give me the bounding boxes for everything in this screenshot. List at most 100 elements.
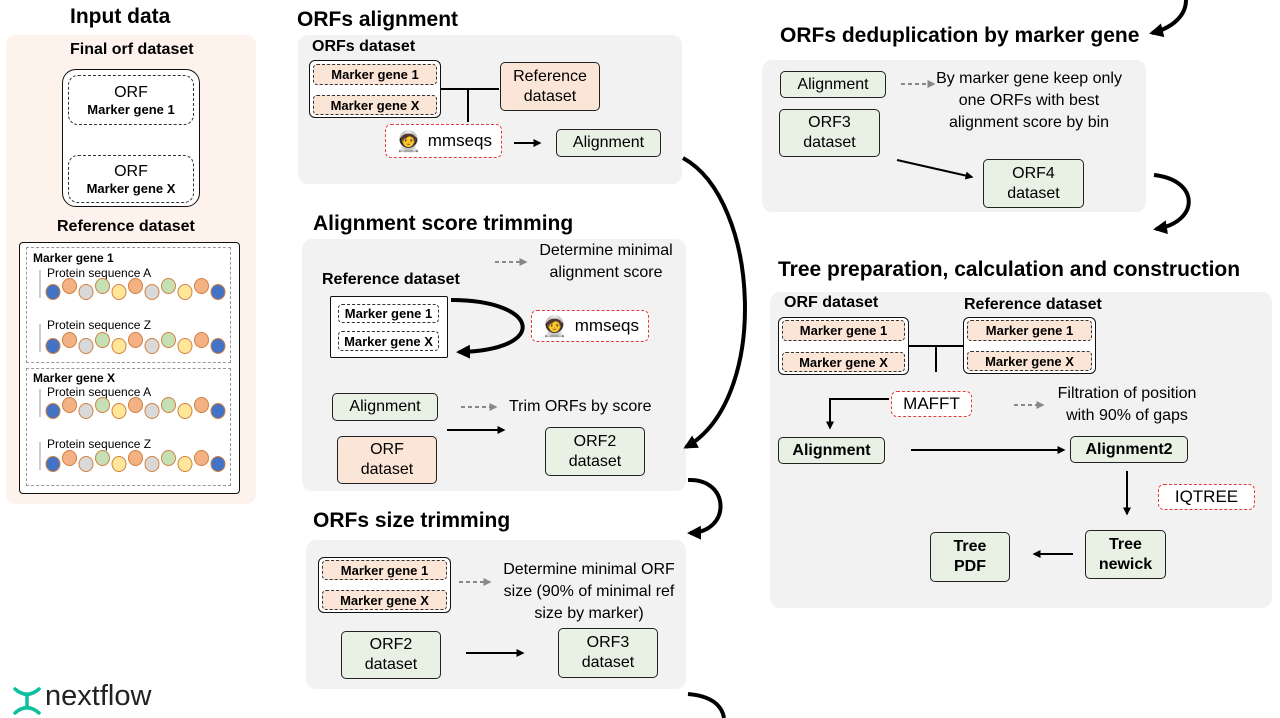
final-orf-card-x: ORF Marker gene X [68, 155, 194, 203]
amino-acid-bead [210, 338, 226, 354]
amino-acid-bead [161, 397, 176, 413]
amino-acid-bead [128, 278, 143, 294]
amino-acid-bead [111, 338, 127, 354]
amino-acid-bead [161, 278, 176, 294]
amino-acid-bead [128, 397, 143, 413]
final-orf-dataset-title: Final orf dataset [70, 41, 194, 58]
tree-alignment2: Alignment2 [1070, 436, 1188, 463]
tree-reference-title: Reference dataset [964, 296, 1102, 313]
dedup-orf4-dataset: ORF4 dataset [983, 159, 1084, 208]
amino-acid-bead [95, 450, 110, 466]
amino-acid-bead [194, 450, 209, 466]
score-marker-gene-x: Marker gene X [338, 331, 439, 351]
ref-protein-z-label: Protein sequence Z [47, 437, 152, 451]
mmseqs-label: mmseqs [427, 131, 492, 150]
tree-newick: Tree newick [1085, 530, 1166, 579]
tree-orf-dataset-title: ORF dataset [784, 294, 879, 311]
orfs-dataset-title: ORFs dataset [312, 38, 416, 55]
score-trim-note: Trim ORFs by score [509, 398, 652, 415]
score-marker-gene-1: Marker gene 1 [338, 304, 439, 323]
dedup-note: By marker gene keep only one ORFs with b… [936, 70, 1122, 131]
amino-acid-bead [95, 397, 110, 413]
ref-marker-gene-x-label: Marker gene X [33, 371, 116, 385]
amino-acid-bead [45, 456, 61, 472]
amino-acid-bead [194, 397, 209, 413]
amino-acid-bead [144, 456, 160, 472]
amino-acid-bead [144, 338, 160, 354]
amino-acid-bead [78, 338, 94, 354]
marker-gene-1-label: Marker gene 1 [87, 101, 175, 117]
mmseqs-label: mmseqs [574, 316, 639, 335]
score-mmseqs-tool: 🧑‍🚀 mmseqs [531, 310, 649, 342]
amino-acid-bead [210, 284, 226, 300]
tree-mafft-tool: MAFFT [891, 391, 972, 417]
amino-acid-bead [128, 450, 143, 466]
tree-title: Tree preparation, calculation and constr… [778, 258, 1241, 281]
orf-label: ORF [114, 162, 148, 180]
score-min-note: Determine minimal alignment score [539, 242, 673, 281]
amino-acid-bead [78, 284, 94, 300]
size-min-note: Determine minimal ORF size (90% of minim… [503, 561, 675, 622]
dedup-alignment: Alignment [780, 71, 886, 98]
reference-block-marker-1 [26, 247, 231, 363]
amino-acid-bead [62, 332, 77, 348]
ref-protein-z-label: Protein sequence Z [47, 318, 152, 332]
amino-acid-bead [177, 403, 193, 419]
score-orf-dataset: ORF dataset [337, 436, 437, 484]
nextflow-logo-icon [13, 687, 41, 715]
amino-acid-bead [210, 403, 226, 419]
nextflow-logo-text: nextflow [45, 680, 152, 712]
size-marker-gene-1: Marker gene 1 [322, 560, 447, 580]
orfs-marker-gene-1: Marker gene 1 [313, 64, 437, 85]
mmseqs-icon: 🧑‍🚀 [542, 316, 567, 338]
amino-acid-bead [111, 403, 127, 419]
amino-acid-bead [62, 397, 77, 413]
tree-orf-marker-gene-1: Marker gene 1 [782, 320, 905, 341]
input-reference-title: Reference dataset [57, 218, 195, 235]
orfs-marker-gene-x: Marker gene X [313, 95, 437, 115]
ref-marker-gene-1-label: Marker gene 1 [33, 251, 114, 265]
marker-gene-x-label: Marker gene X [86, 180, 176, 196]
orfs-mmseqs-tool: 🧑‍🚀 mmseqs [385, 124, 502, 158]
score-reference-title: Reference dataset [322, 271, 460, 288]
amino-acid-bead [62, 278, 77, 294]
orfs-reference-dataset: Reference dataset [500, 62, 600, 111]
amino-acid-bead [194, 278, 209, 294]
tree-filtration-note: Filtration of position with 90% of gaps [1057, 385, 1197, 424]
mmseqs-icon: 🧑‍🚀 [396, 131, 421, 153]
final-orf-card-1: ORF Marker gene 1 [68, 75, 194, 125]
tree-alignment: Alignment [778, 437, 885, 464]
amino-acid-bead [144, 284, 160, 300]
amino-acid-bead [78, 403, 94, 419]
tree-ref-marker-gene-1: Marker gene 1 [967, 320, 1092, 341]
amino-acid-bead [62, 450, 77, 466]
amino-acid-bead [177, 456, 193, 472]
amino-acid-bead [161, 450, 176, 466]
score-alignment: Alignment [332, 393, 438, 421]
deduplication-title: ORFs deduplication by marker gene [780, 24, 1140, 47]
amino-acid-bead [95, 278, 110, 294]
tree-ref-marker-gene-x: Marker gene X [967, 351, 1092, 371]
amino-acid-bead [111, 284, 127, 300]
reference-block-marker-x [26, 368, 231, 486]
amino-acid-bead [45, 284, 61, 300]
size-orf3-dataset: ORF3 dataset [558, 628, 658, 678]
dedup-orf3-dataset: ORF3 dataset [779, 109, 880, 157]
amino-acid-bead [177, 338, 193, 354]
ref-protein-a-label: Protein sequence A [47, 266, 152, 280]
size-trimming-title: ORFs size trimming [313, 509, 511, 532]
orf-label: ORF [114, 83, 148, 101]
amino-acid-bead [194, 332, 209, 348]
amino-acid-bead [78, 456, 94, 472]
amino-acid-bead [177, 284, 193, 300]
score-trimming-title: Alignment score trimming [313, 212, 574, 235]
amino-acid-bead [111, 456, 127, 472]
score-orf2-dataset: ORF2 dataset [545, 427, 645, 476]
size-marker-gene-x: Marker gene X [322, 590, 447, 610]
size-orf2-dataset: ORF2 dataset [341, 631, 441, 679]
tree-pdf: Tree PDF [930, 532, 1010, 582]
orfs-alignment-title: ORFs alignment [297, 8, 459, 31]
amino-acid-bead [95, 332, 110, 348]
